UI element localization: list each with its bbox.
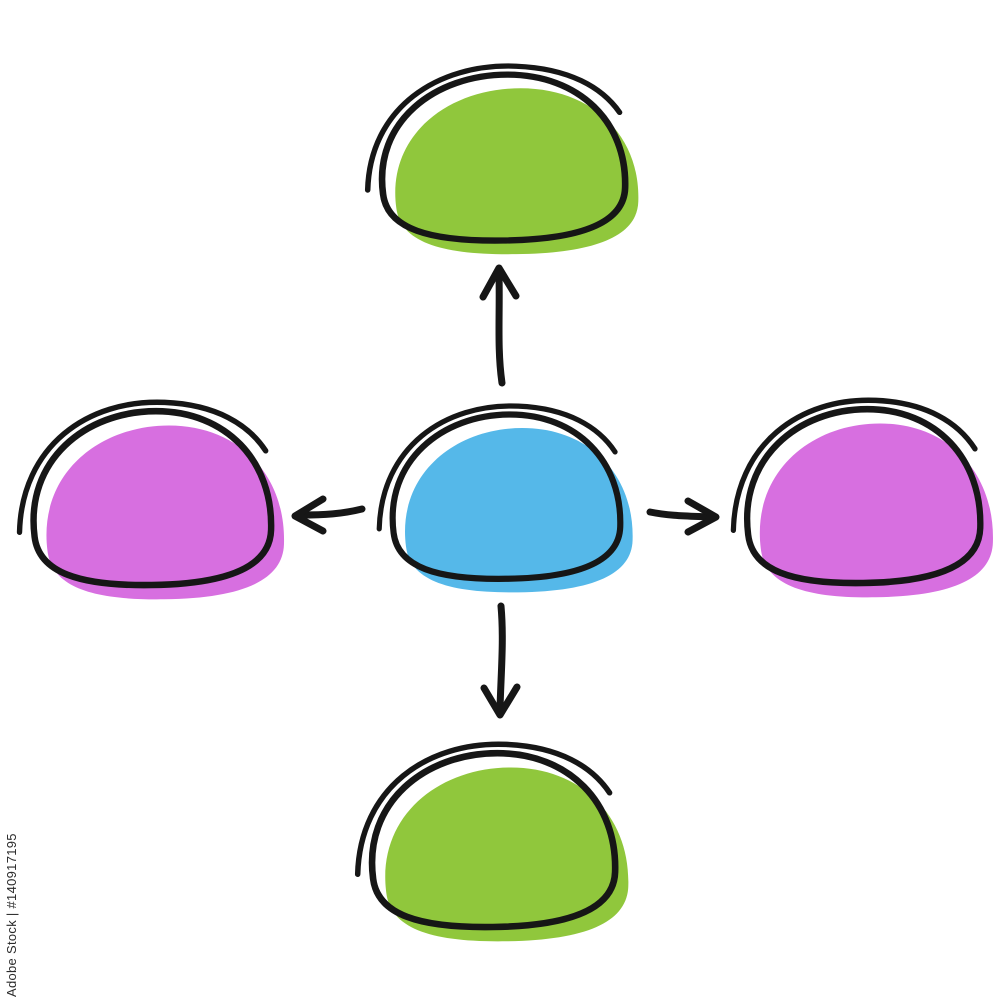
arrow-up-shaft [495,270,506,387]
node-center [379,406,633,593]
arrow-right-head-icon [684,497,720,536]
arrow-down [480,602,521,719]
arrow-right-shaft [646,508,714,521]
node-bottom [358,744,629,942]
arrow-down-head-icon [480,683,521,719]
arrow-left-shaft [297,505,366,519]
node-right [733,400,993,598]
arrow-down-shaft [496,602,506,713]
arrow-right [646,497,720,536]
node-top [368,66,639,255]
arrow-left [291,495,366,535]
arrow-up [479,264,520,387]
stock-watermark: Adobe Stock | #140917195 [4,833,19,997]
arrow-up-head-icon [479,264,520,301]
arrow-left-head-icon [291,495,327,535]
node-left [20,402,285,600]
